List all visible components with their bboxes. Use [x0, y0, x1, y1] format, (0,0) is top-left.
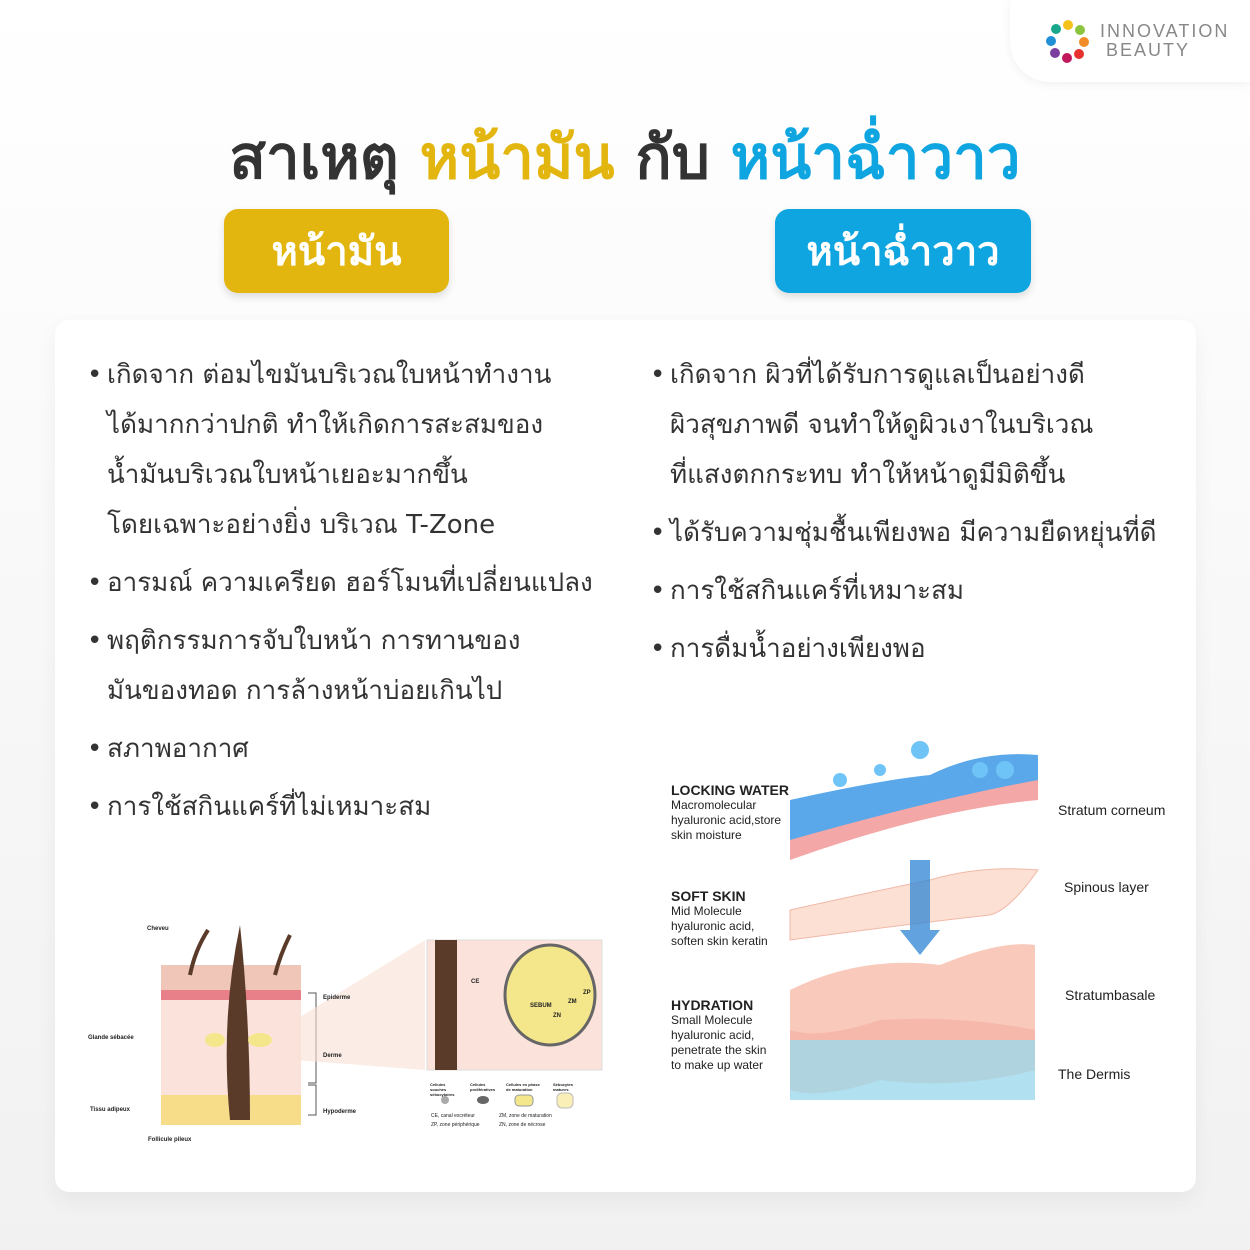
- layers-illustration: [789, 741, 1039, 1100]
- logo-flower-icon: [1046, 20, 1089, 63]
- bullet-line: อารมณ์ ความเครียด ฮอร์โมนที่เปลี่ยนแปลง: [107, 568, 593, 598]
- bullet-item: การดื่มน้ำอย่างเพียงพอ: [650, 624, 1210, 674]
- bullet-line: ได้มากกว่าปกติ ทำให้เกิดการสะสมของ: [107, 410, 544, 440]
- bullet-line: การใช้สกินแคร์ที่ไม่เหมาะสม: [107, 792, 432, 822]
- bullet-line: พฤติกรรมการจับใบหน้า การทานของ: [107, 626, 521, 656]
- bullet-line: เกิดจาก ต่อมไขมันบริเวณใบหน้าทำงาน: [107, 360, 552, 390]
- bullet-line: สภาพอากาศ: [107, 734, 249, 764]
- bullet-line: ผิวสุขภาพดี จนทำให้ดูผิวเงาในบริเวณ: [670, 410, 1094, 440]
- bullet-item: การใช้สกินแคร์ที่เหมาะสม: [650, 566, 1210, 616]
- skin-illustration: [161, 925, 603, 1125]
- bullet-line: การใช้สกินแคร์ที่เหมาะสม: [670, 576, 965, 606]
- bullet-line: ที่แสงตกกระทบ ทำให้หน้าดูมีมิติขึ้น: [670, 460, 1066, 490]
- bullet-line: มันของทอด การล้างหน้าบ่อยเกินไป: [107, 676, 503, 706]
- bullet-item: เกิดจาก ต่อมไขมันบริเวณใบหน้าทำงานได้มาก…: [87, 350, 607, 550]
- logo-line1: INNOVATION: [1100, 21, 1230, 41]
- bullet-item: พฤติกรรมการจับใบหน้า การทานของมันของทอด …: [87, 616, 607, 716]
- bullet-line: ได้รับความชุ่มชื้นเพียงพอ มีความยืดหยุ่น…: [670, 518, 1157, 548]
- bullet-line: โดยเฉพาะอย่างยิ่ง บริเวณ T-Zone: [107, 510, 496, 540]
- glowy-badge: หน้าฉ่ำวาว: [775, 209, 1031, 293]
- logo-line2: BEAUTY: [1106, 40, 1191, 60]
- bullet-line: น้ำมันบริเวณใบหน้าเยอะมากขึ้น: [107, 460, 468, 490]
- bullet-line: การดื่มน้ำอย่างเพียงพอ: [670, 634, 926, 664]
- oily-badge: หน้ามัน: [224, 209, 449, 293]
- bullet-item: เกิดจาก ผิวที่ได้รับการดูแลเป็นอย่างดีผิ…: [650, 350, 1210, 500]
- bullet-item: ได้รับความชุ่มชื้นเพียงพอ มีความยืดหยุ่น…: [650, 508, 1210, 558]
- page-title: สาเหตุ หน้ามัน กับ หน้าฉ่ำวาว: [229, 123, 1021, 193]
- oily-causes-list: เกิดจาก ต่อมไขมันบริเวณใบหน้าทำงานได้มาก…: [87, 350, 607, 840]
- glowy-causes-list: เกิดจาก ผิวที่ได้รับการดูแลเป็นอย่างดีผิ…: [650, 350, 1210, 682]
- bullet-item: การใช้สกินแคร์ที่ไม่เหมาะสม: [87, 782, 607, 832]
- bullet-item: สภาพอากาศ: [87, 724, 607, 774]
- bullet-line: เกิดจาก ผิวที่ได้รับการดูแลเป็นอย่างดี: [670, 360, 1085, 390]
- bullet-item: อารมณ์ ความเครียด ฮอร์โมนที่เปลี่ยนแปลง: [87, 558, 607, 608]
